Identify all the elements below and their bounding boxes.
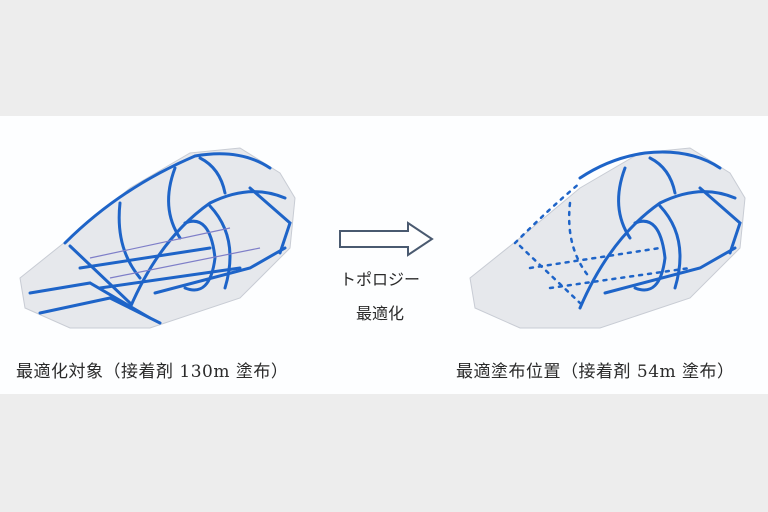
arrow-label-optimization: 最適化 [355, 304, 404, 323]
right-arrow-icon [339, 221, 434, 257]
figure-panel: トポロジー 最適化 最適化対象（接着剤 130m 塗布） 最適塗布位置（接着剤 … [0, 116, 768, 394]
car-body-frame-optimized-image [469, 147, 746, 329]
caption-after: 最適塗布位置（接着剤 54m 塗布） [456, 362, 735, 382]
caption-before: 最適化対象（接着剤 130m 塗布） [16, 362, 289, 382]
arrow-label-topology: トポロジー [339, 270, 420, 289]
car-body-frame-dense-image [19, 147, 296, 329]
